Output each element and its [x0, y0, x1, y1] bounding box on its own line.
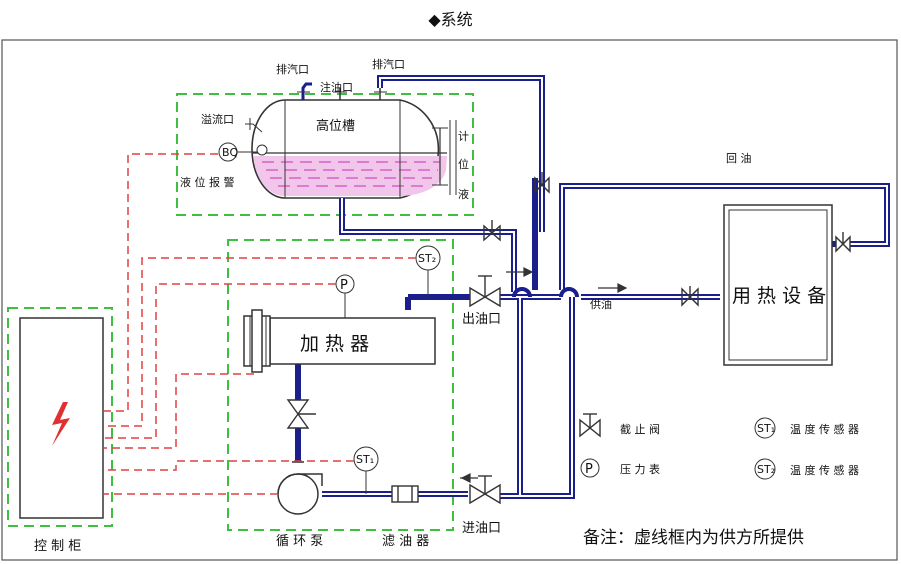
svg-text:ST₁: ST₁: [757, 422, 775, 435]
svg-text:加 热 器: 加 热 器: [300, 333, 369, 355]
flow-arrows: [460, 267, 628, 483]
svg-text:ST₂: ST₂: [418, 252, 436, 265]
lightning-icon: [52, 402, 70, 446]
label-equipment: 用 热 设 备: [732, 285, 826, 307]
legend-valve-label: 截 止 阀: [620, 422, 660, 436]
heater: 加 热 器: [243, 309, 436, 373]
valve-vent: [534, 176, 550, 194]
label-inlet: 进油口: [462, 521, 501, 536]
valves: [286, 172, 851, 505]
label-vent2: 排汽口: [372, 57, 405, 71]
circulation-pump: [277, 461, 323, 515]
label-cabinet: 控 制 柜: [34, 539, 81, 554]
valve-outlet: [469, 286, 501, 308]
label-filter: 滤 油 器: [382, 534, 429, 549]
valve-inlet: [469, 483, 501, 505]
heat-equipment: [723, 204, 833, 366]
control-cabinet: [19, 317, 104, 519]
legend-st1-icon: [754, 417, 776, 439]
note-text: 备注：虚线框内为供方所提供: [583, 528, 804, 548]
label-supply-oil: 供油: [590, 297, 612, 311]
label-outlet: 出油口: [462, 312, 501, 327]
page-title: ◆系统: [428, 10, 473, 29]
valve-supply: [681, 287, 699, 307]
svg-text:P: P: [340, 278, 348, 293]
diagram-frame: [1, 39, 898, 561]
svg-text:ST₁: ST₁: [356, 453, 374, 466]
valve-pump: [286, 399, 310, 429]
label-level-alarm: 液 位 报 警: [180, 175, 235, 189]
legend-st2-icon: [754, 458, 776, 480]
legend-pressure-label: 压 力 表: [620, 462, 660, 476]
label-tank: 高位槽: [316, 118, 355, 134]
valve-tank-drain: [483, 224, 501, 242]
legend-pressure-icon: [580, 458, 600, 478]
label-overflow: 溢流口: [201, 112, 234, 126]
valve-return: [835, 235, 851, 253]
oil-filter: [391, 485, 419, 503]
pipes-inner: [322, 77, 888, 497]
heater-dashed-box: [227, 239, 454, 531]
label-fill: 注油口: [320, 80, 353, 94]
label-return-oil: 回 油: [726, 151, 752, 165]
svg-text:P: P: [585, 462, 593, 477]
legend-st1-label: 温 度 传 感 器: [790, 422, 859, 436]
label-pump: 循 环 泵: [276, 534, 323, 549]
signal-lines: [103, 153, 416, 495]
label-gauge-1: 计: [458, 130, 469, 143]
legend: P ST₁ ST₂: [579, 413, 776, 480]
svg-text:BQ: BQ: [222, 146, 239, 159]
vent1-nozzle: [301, 82, 312, 100]
svg-text:ST₂: ST₂: [757, 463, 775, 476]
high-tank: [251, 99, 457, 199]
cabinet-dashed-box: [7, 307, 113, 527]
overflow-nozzle: [252, 123, 263, 133]
legend-valve-icon: [579, 413, 601, 438]
label-gauge-2: 位: [458, 157, 469, 171]
label-vent1: 排汽口: [276, 62, 309, 76]
legend-st2-label: 温 度 传 感 器: [790, 463, 859, 477]
label-gauge-3: 液: [458, 187, 469, 201]
